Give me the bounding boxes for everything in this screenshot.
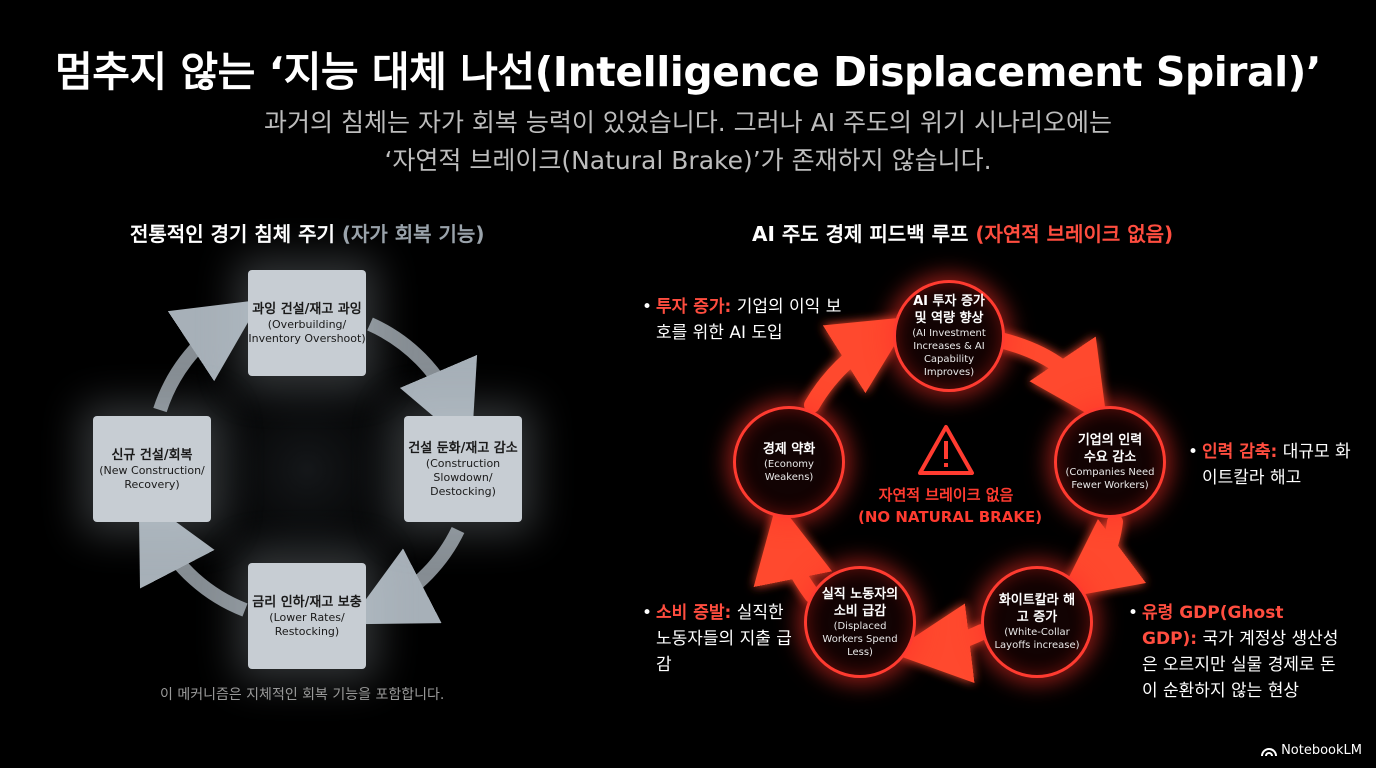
annotation-consumption: • 소비 증발: 실직한 노동자들의 지출 급감 <box>642 600 796 678</box>
bullet-icon: • <box>642 297 653 317</box>
notebooklm-icon <box>1261 747 1278 756</box>
annotation-ghost-gdp: • 유령 GDP(Ghost GDP): 국가 계정상 생산성은 오르지만 실물… <box>1128 600 1342 704</box>
box-sublabel: (Overbuilding/ Inventory Overshoot) <box>248 317 366 345</box>
annotation-label: 유령 GDP(Ghost GDP): <box>1142 603 1284 649</box>
annotation-label: 인력 감축: <box>1202 442 1278 462</box>
logo-text: NotebookLM <box>1281 743 1362 758</box>
page-title: 멈추지 않는 ‘지능 대체 나선(Intelligence Displaceme… <box>54 48 1322 96</box>
arrow-left-to-top <box>153 299 262 413</box>
notebooklm-logo: NotebookLM <box>1261 743 1362 758</box>
node-sublabel: (Companies Need Fewer Workers) <box>1065 467 1155 491</box>
node-label: 실직 노동자의 소비 급감 <box>821 586 899 619</box>
box-label: 금리 인하/재고 보충 <box>252 594 362 610</box>
cycle-box-recovery: 신규 건설/회복 (New Construction/ Recovery) <box>93 416 211 522</box>
bullet-icon: • <box>1188 442 1199 462</box>
loop-node-economy-weakens: 경제 약화 (Economy Weakens) <box>733 406 845 518</box>
annotation-label: 소비 증발: <box>656 603 732 623</box>
annotation-workforce-cut: • 인력 감축: 대규모 화이트칼라 해고 <box>1188 439 1352 491</box>
node-label: 기업의 인력 수요 감소 <box>1077 433 1143 465</box>
right-heading-main: AI 주도 경제 피드백 루프 <box>752 222 969 246</box>
node-label: 화이트칼라 해고 증가 <box>998 593 1076 625</box>
left-footnote: 이 메커니즘은 지체적인 회복 기능을 포함합니다. <box>160 687 445 703</box>
box-sublabel: (New Construction/ Recovery) <box>99 463 205 491</box>
annotation-text: 기업의 이익 보호를 위한 AI 도입 <box>656 297 842 343</box>
arrow-bottom-to-left <box>138 494 248 617</box>
node-sublabel: (Displaced Workers Spend Less) <box>822 620 898 658</box>
arrow-companies-to-layoffs <box>1058 514 1147 600</box>
annotation-text: 대규모 화이트칼라 해고 <box>1202 442 1351 488</box>
no-brake-label: 자연적 브레이크 없음 <box>878 486 1014 504</box>
loop-node-spend-less: 실직 노동자의 소비 급감 (Displaced Workers Spend L… <box>804 566 916 678</box>
box-label: 건설 둔화/재고 감소 <box>408 440 518 456</box>
node-label: 경제 약화 <box>762 441 816 457</box>
annotation-investment: • 투자 증가: 기업의 이익 보호를 위한 AI 도입 <box>642 294 846 346</box>
warning-icon <box>918 425 974 475</box>
node-sublabel: (White-Collar Layoffs increase) <box>994 627 1080 651</box>
cycle-box-lower-rates: 금리 인하/재고 보충 (Lower Rates/ Restocking) <box>248 563 366 669</box>
cycle-box-overbuilding: 과잉 건설/재고 과잉 (Overbuilding/ Inventory Ove… <box>248 270 366 376</box>
annotation-text: 실직한 노동자들의 지출 급감 <box>656 603 792 675</box>
loop-node-ai-investment: AI 투자 증가 및 역량 향상 (AI Investment Increase… <box>893 280 1005 392</box>
box-sublabel: (Lower Rates/ Restocking) <box>269 610 345 638</box>
no-brake-sublabel: (NO NATURAL BRAKE) <box>858 508 1043 526</box>
arrow-layoffs-to-spend <box>890 603 990 683</box>
node-sublabel: (Economy Weakens) <box>764 458 814 483</box>
node-sublabel: (AI Investment Increases & AI Capability… <box>912 328 986 378</box>
bullet-icon: • <box>1128 603 1139 623</box>
annotation-text: 국가 계정상 생산성은 오르지만 실물 경제로 돈이 순환하지 않는 현상 <box>1142 629 1339 701</box>
left-section-heading: 전통적인 경기 침체 주기 (자가 회복 기능) <box>130 218 484 247</box>
right-section-heading: AI 주도 경제 피드백 루프 (자연적 브레이크 없음) <box>752 218 1173 247</box>
no-brake-center: 자연적 브레이크 없음 (NO NATURAL BRAKE) <box>858 424 1043 528</box>
right-heading-note: (자연적 브레이크 없음) <box>975 222 1174 246</box>
arrow-ai-to-companies <box>992 332 1108 426</box>
box-sublabel: (Construction Slowdown/ Destocking) <box>425 456 501 498</box>
subtitle-line-2: ‘자연적 브레이크(Natural Brake)’가 존재하지 않습니다. <box>384 146 992 175</box>
arrow-right-to-bottom <box>347 526 465 625</box>
box-label: 과잉 건설/재고 과잉 <box>252 301 362 317</box>
left-heading-note: (자가 회복 기능) <box>341 222 485 246</box>
annotation-label: 투자 증가: <box>656 297 732 317</box>
node-label: AI 투자 증가 및 역량 향상 <box>913 294 985 326</box>
loop-node-layoffs: 화이트칼라 해고 증가 (White-Collar Layoffs increa… <box>981 566 1093 678</box>
box-label: 신규 건설/회복 <box>111 447 193 463</box>
arrow-top-to-right <box>367 317 478 449</box>
arrow-spend-to-economy <box>753 500 833 603</box>
page-subtitle: 과거의 침체는 자가 회복 능력이 있었습니다. 그러나 AI 주도의 위기 시… <box>0 104 1376 180</box>
cycle-box-slowdown: 건설 둔화/재고 감소 (Construction Slowdown/ Dest… <box>404 416 522 522</box>
left-heading-main: 전통적인 경기 침체 주기 <box>130 222 335 246</box>
loop-node-fewer-workers: 기업의 인력 수요 감소 (Companies Need Fewer Worke… <box>1054 406 1166 518</box>
subtitle-line-1: 과거의 침체는 자가 회복 능력이 있었습니다. 그러나 AI 주도의 위기 시… <box>264 108 1112 137</box>
arrow-economy-to-ai <box>804 316 912 413</box>
bullet-icon: • <box>642 603 653 623</box>
